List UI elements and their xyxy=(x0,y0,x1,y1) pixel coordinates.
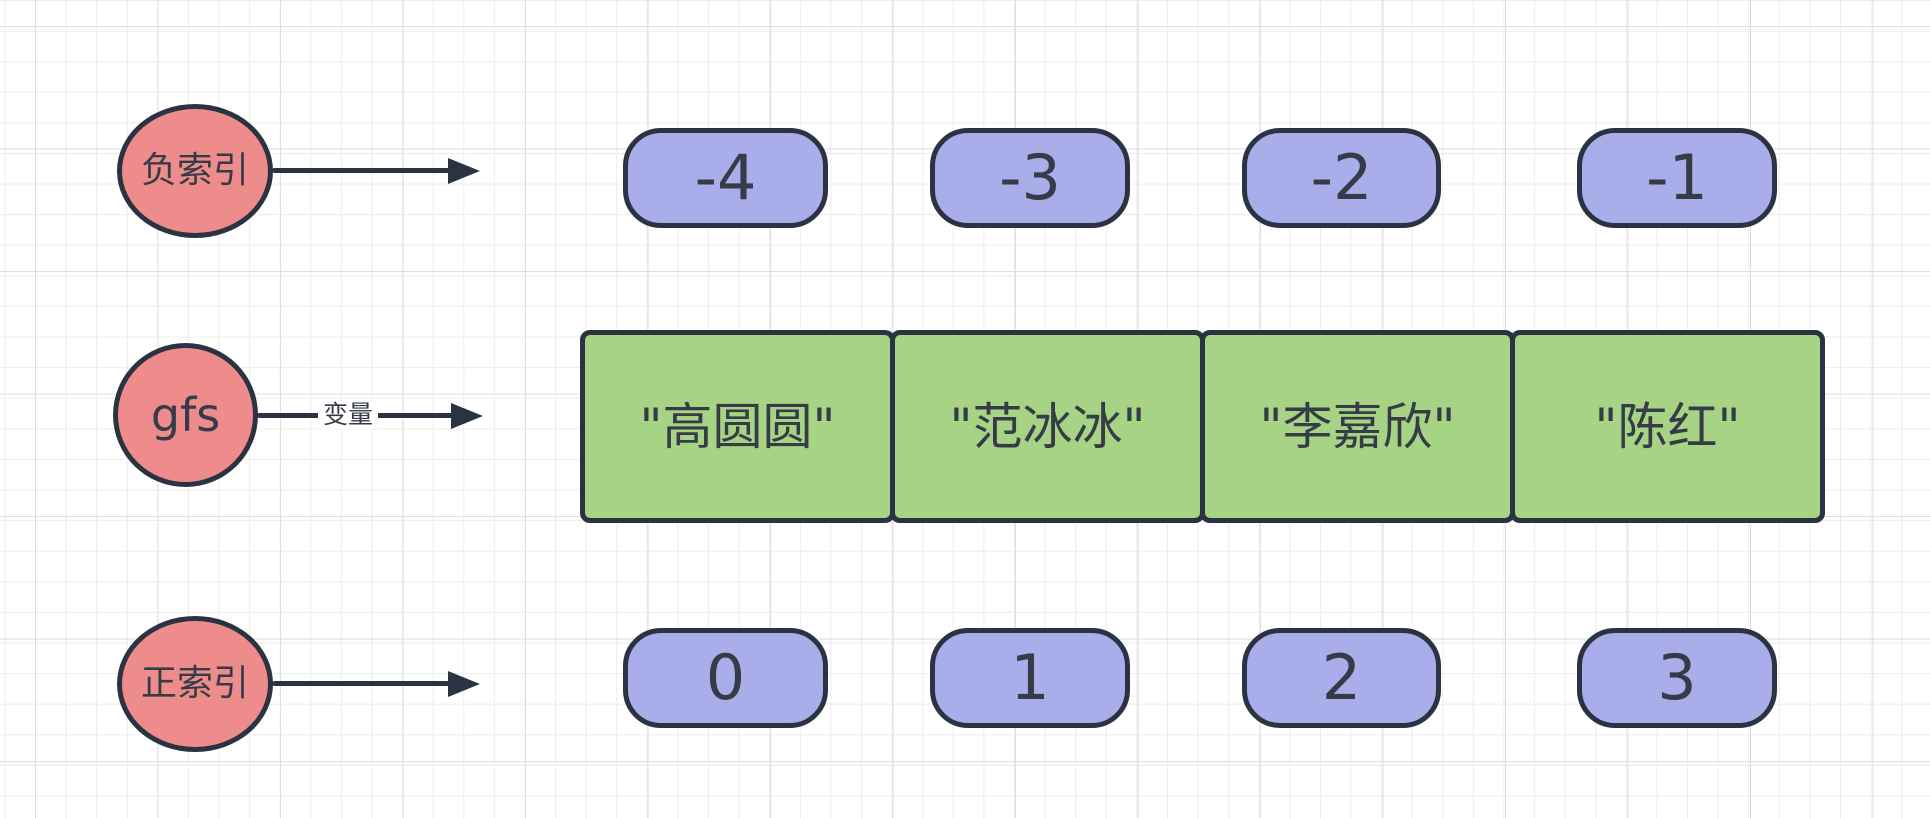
positive-index-pill: 2 xyxy=(1242,628,1441,728)
list-elements-row: "高圆圆" "范冰冰" "李嘉欣" "陈红" xyxy=(580,330,1825,523)
variable-arrow-label: 变量 xyxy=(318,401,379,429)
list-element-value: "范冰冰" xyxy=(949,397,1146,456)
list-variable-circle: gfs xyxy=(113,343,258,487)
negative-index-pill: -1 xyxy=(1577,128,1777,228)
list-element-value: "陈红" xyxy=(1594,397,1741,456)
positive-index-arrow-head-icon xyxy=(448,671,480,697)
positive-index-pill: 3 xyxy=(1577,628,1777,728)
positive-index-value: 0 xyxy=(705,641,746,714)
list-element-box: "陈红" xyxy=(1510,330,1825,523)
positive-index-circle-label: 正索引 xyxy=(140,663,249,704)
negative-index-value: -2 xyxy=(1310,141,1373,214)
variable-arrow-head-icon xyxy=(451,403,483,429)
positive-index-arrow-line xyxy=(272,681,450,686)
positive-index-value: 2 xyxy=(1321,641,1362,714)
positive-index-value: 3 xyxy=(1657,641,1697,714)
list-element-box: "范冰冰" xyxy=(890,330,1205,523)
positive-index-pill: 1 xyxy=(930,628,1130,728)
negative-index-pill: -4 xyxy=(623,128,828,228)
negative-index-value: -4 xyxy=(694,141,757,214)
positive-index-value: 1 xyxy=(1010,641,1050,714)
negative-index-pill: -3 xyxy=(930,128,1130,228)
positive-index-pill: 0 xyxy=(623,628,828,728)
positive-index-circle: 正索引 xyxy=(117,616,273,752)
list-variable-name: gfs xyxy=(150,388,221,442)
list-element-box: "李嘉欣" xyxy=(1200,330,1515,523)
negative-index-arrow-head-icon xyxy=(448,158,480,184)
list-element-box: "高圆圆" xyxy=(580,330,895,523)
negative-index-pill: -2 xyxy=(1242,128,1441,228)
negative-index-circle: 负索引 xyxy=(117,104,273,238)
negative-index-circle-label: 负索引 xyxy=(140,150,249,191)
negative-index-value: -3 xyxy=(999,141,1061,214)
negative-index-arrow-line xyxy=(272,168,450,173)
list-element-value: "李嘉欣" xyxy=(1259,397,1456,456)
list-element-value: "高圆圆" xyxy=(639,397,836,456)
negative-index-value: -1 xyxy=(1646,141,1708,214)
